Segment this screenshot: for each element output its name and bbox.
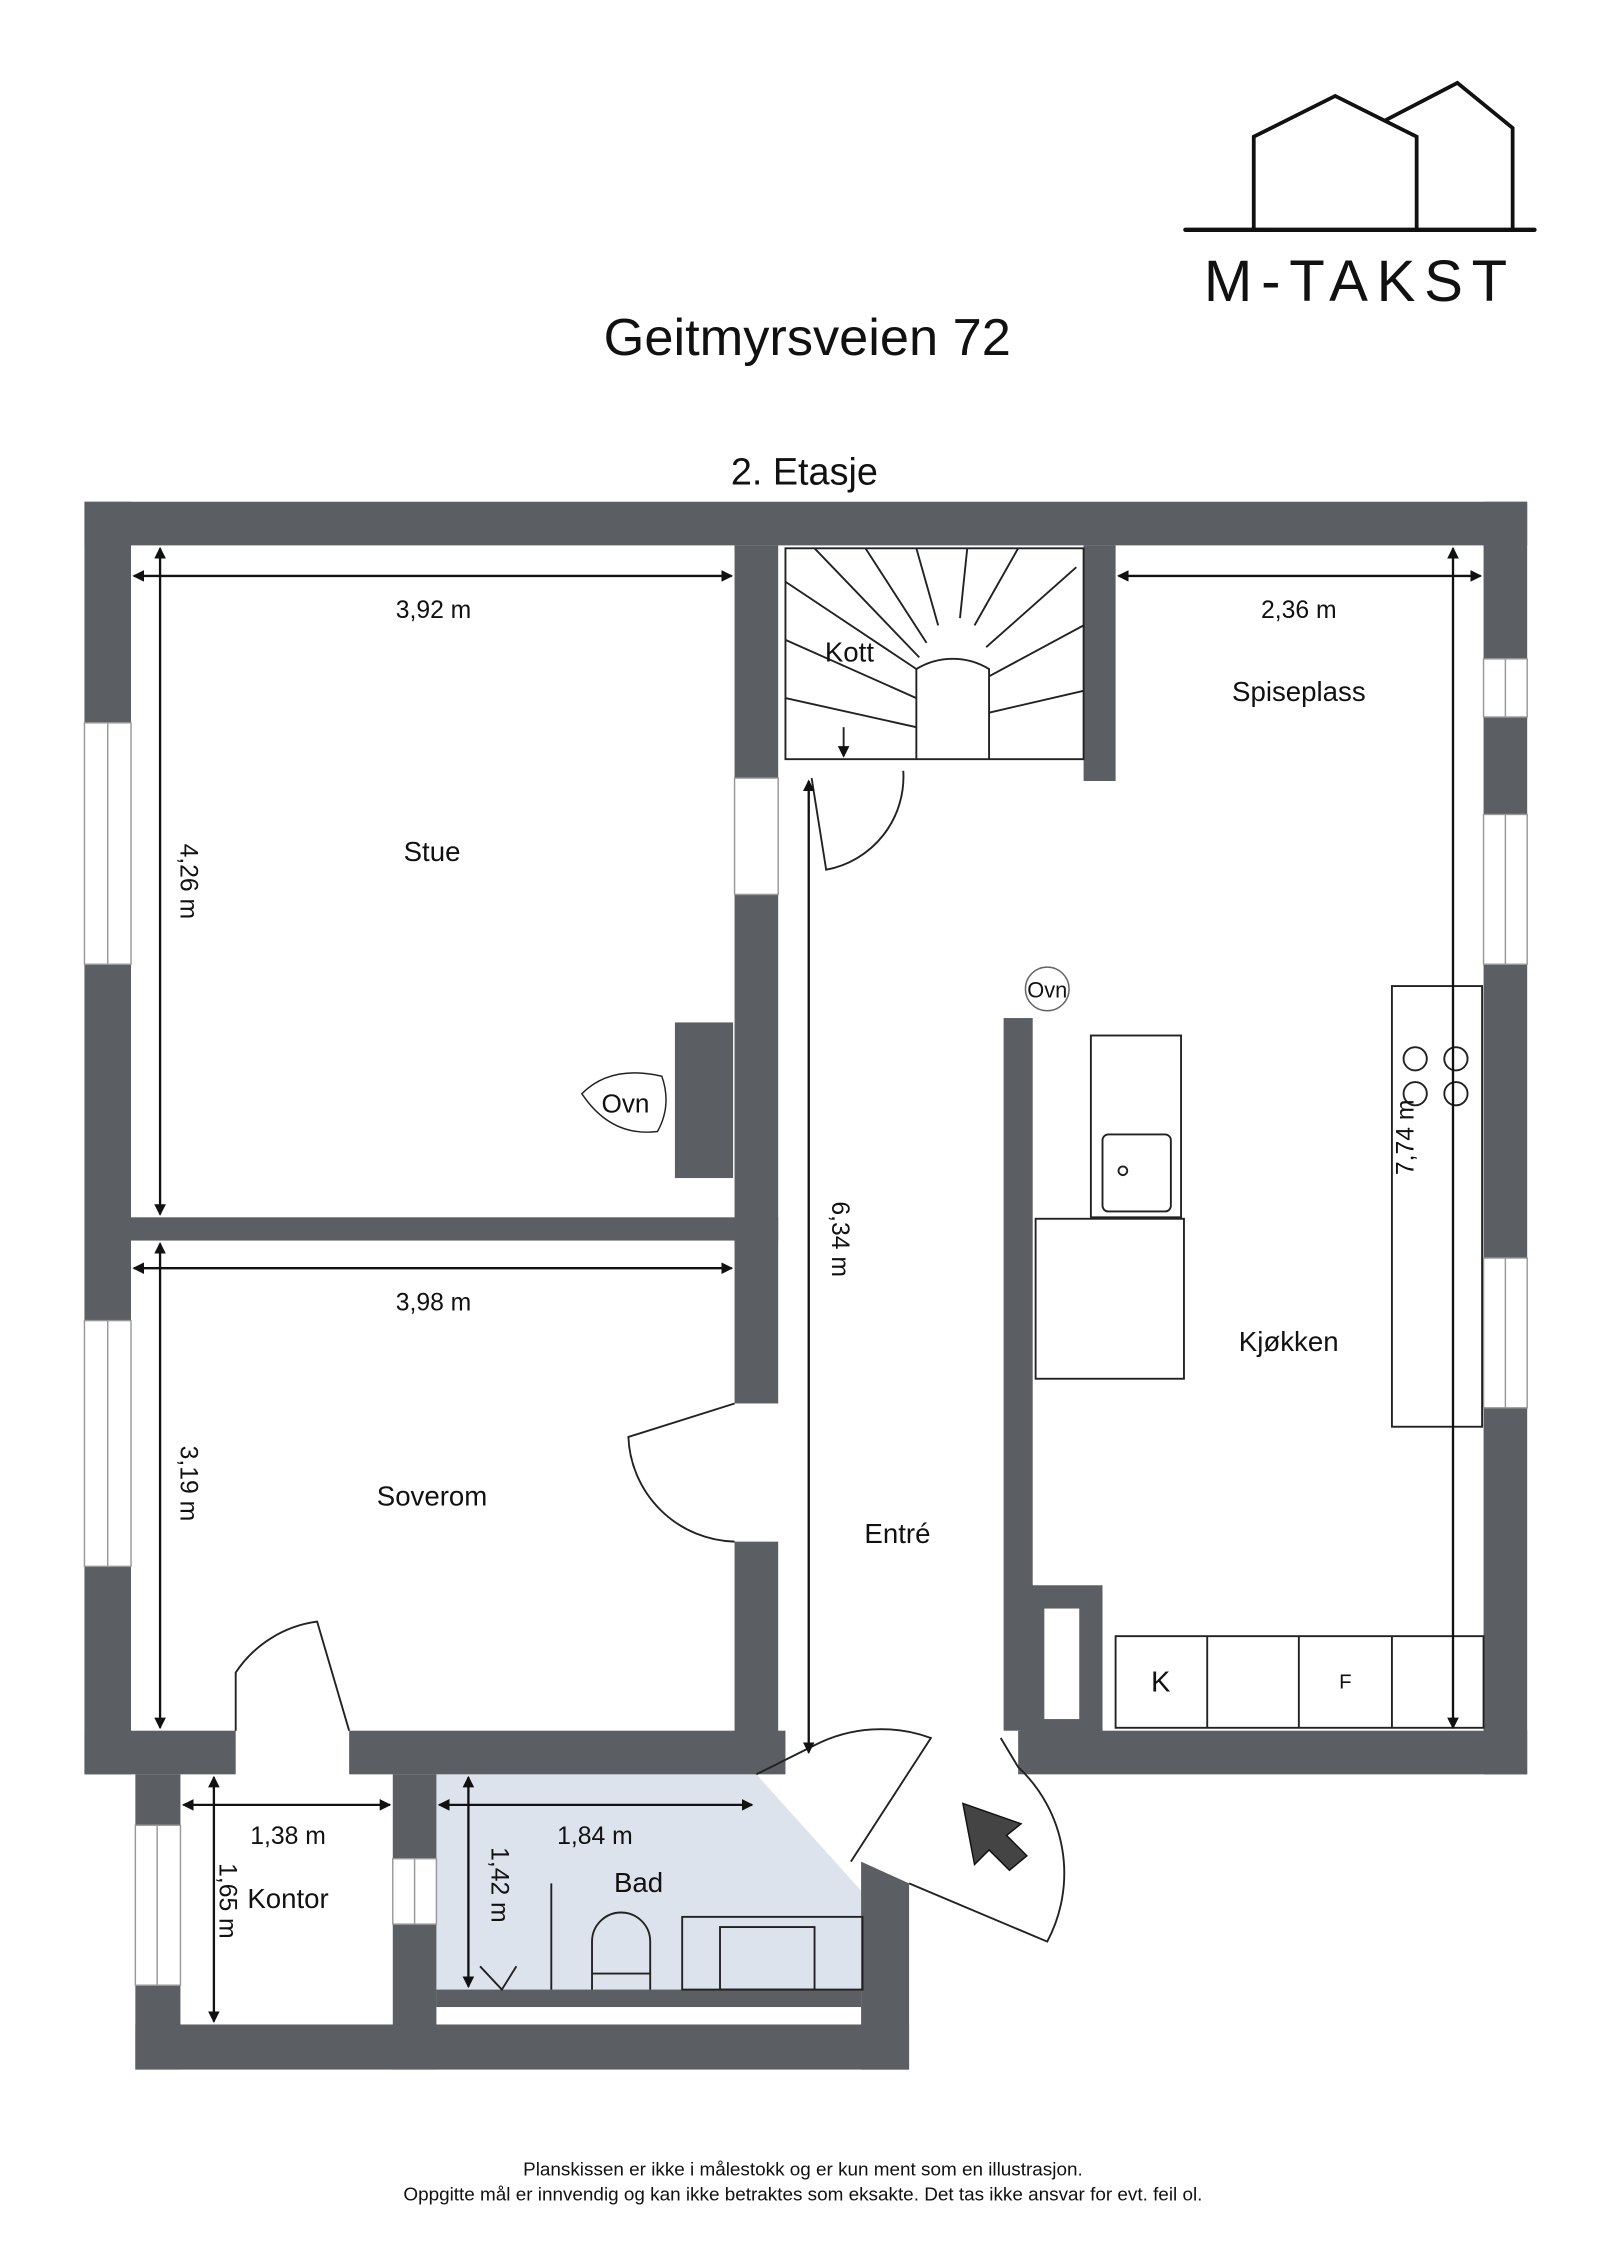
dim-entre-height: 6,34 m (826, 1201, 853, 1277)
dim-soverom-width: 3,98 m (396, 1289, 472, 1316)
m-takst-logo: M-TAKST (1183, 80, 1537, 314)
dim-kontor-height: 1,65 m (214, 1863, 241, 1939)
fridge-label-k: K (1151, 1666, 1171, 1698)
logo-text: M-TAKST (1204, 249, 1516, 314)
kitchen-oven-label: Ovn (1027, 978, 1067, 1003)
living-stove-label: Ovn (601, 1089, 649, 1119)
room-label-kontor: Kontor (247, 1883, 328, 1914)
entrance-arrow-icon (961, 1802, 1028, 1872)
kitchen-fixtures (1021, 985, 1485, 1743)
kitchen-oven-icon (1024, 966, 1070, 1012)
dimension-lines (132, 546, 1483, 2024)
disclaimer-line-1: Planskissen er ikke i målestokk og er ku… (523, 2160, 1083, 2181)
dim-spiseplass-width: 2,36 m (1261, 597, 1337, 624)
room-label-soverom: Soverom (377, 1480, 488, 1511)
room-label-kott: Kott (825, 637, 874, 668)
bathroom-fixtures (479, 1883, 864, 1992)
page-title: Geitmyrsveien 72 (604, 309, 1011, 367)
bathroom-floor (436, 1774, 862, 1990)
room-label-entre: Entré (864, 1518, 930, 1549)
dim-kitchen-height: 7,74 m (1393, 1100, 1420, 1176)
dim-soverom-height: 3,19 m (174, 1446, 201, 1522)
doors (234, 770, 1066, 1943)
room-label-spiseplass: Spiseplass (1232, 676, 1366, 707)
dim-stue-width: 3,92 m (396, 597, 472, 624)
windows (83, 658, 1528, 1986)
room-label-kjokken: Kjøkken (1239, 1326, 1339, 1357)
dim-bad-width: 1,84 m (557, 1823, 633, 1850)
floor-label: 2. Etasje (731, 451, 878, 493)
staircase (784, 547, 1085, 761)
living-stove-icon (580, 1072, 667, 1133)
freezer-label-f: F (1339, 1672, 1351, 1694)
room-label-stue: Stue (404, 836, 461, 867)
dim-kontor-width: 1,38 m (250, 1823, 326, 1850)
disclaimer-line-2: Oppgitte mål er innvendig og kan ikke be… (403, 2184, 1202, 2205)
dim-stue-height: 4,26 m (174, 844, 201, 920)
dim-bad-height: 1,42 m (486, 1847, 513, 1923)
room-label-bad: Bad (614, 1867, 663, 1898)
